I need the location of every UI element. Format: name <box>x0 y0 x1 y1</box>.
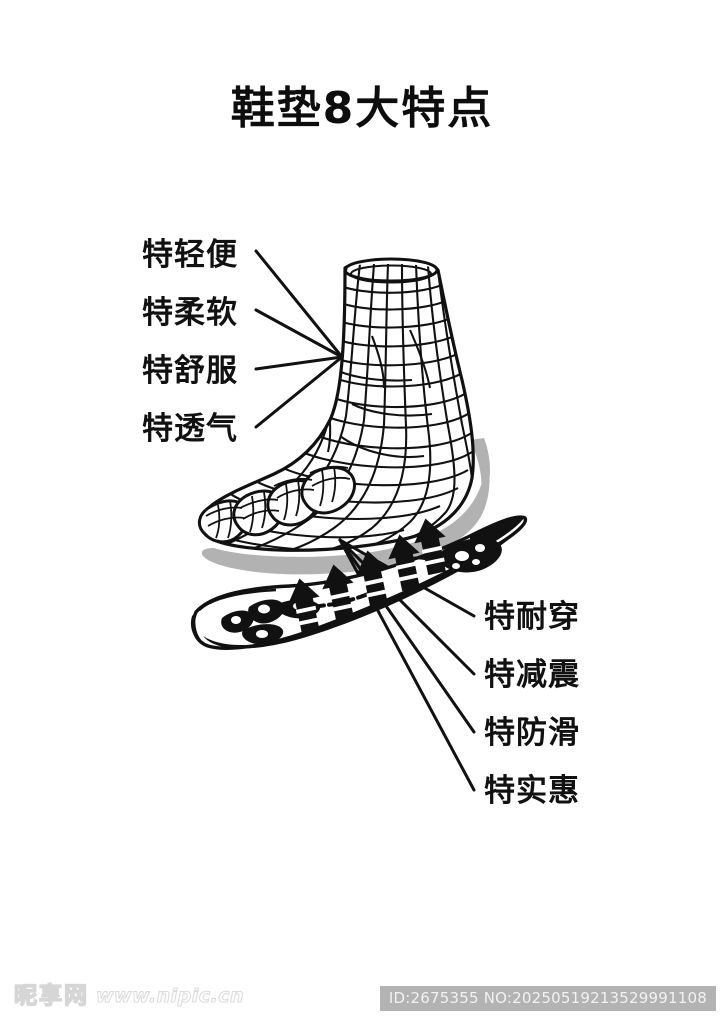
feature-label-left-4: 特透气 <box>142 411 238 447</box>
site-name-text: 昵享网 <box>13 983 89 1009</box>
wireframe-foot-sock <box>197 257 475 552</box>
feature-label-left-3: 特舒服 <box>142 353 238 389</box>
image-id-badge: ID:2675355 NO:20250519213529991108 <box>379 986 716 1011</box>
leader-lines-left <box>254 249 344 429</box>
insole-upward-arrows <box>288 518 446 636</box>
foot-and-insole-illustration <box>190 249 528 792</box>
feature-label-left-1: 特轻便 <box>142 237 238 273</box>
feature-label-left-2: 特柔软 <box>142 295 238 331</box>
feature-label-right-4: 特实惠 <box>484 773 580 809</box>
page-title: 鞋垫8大特点 <box>230 83 494 134</box>
foot-shadow <box>201 438 491 575</box>
feature-label-right-1: 特耐穿 <box>484 599 580 635</box>
insole-forefoot-texture <box>436 537 502 573</box>
insole-with-upward-arrows <box>190 515 528 650</box>
feature-label-right-3: 特防滑 <box>484 715 580 751</box>
site-url-text: www.nipic.cn <box>95 985 245 1007</box>
feature-label-right-2: 特减震 <box>484 657 580 693</box>
watermark-bar: 昵享网 www.nipic.cn ID:2675355 NO:202505192… <box>0 978 724 1024</box>
site-logo: 昵享网 www.nipic.cn <box>13 983 245 1009</box>
